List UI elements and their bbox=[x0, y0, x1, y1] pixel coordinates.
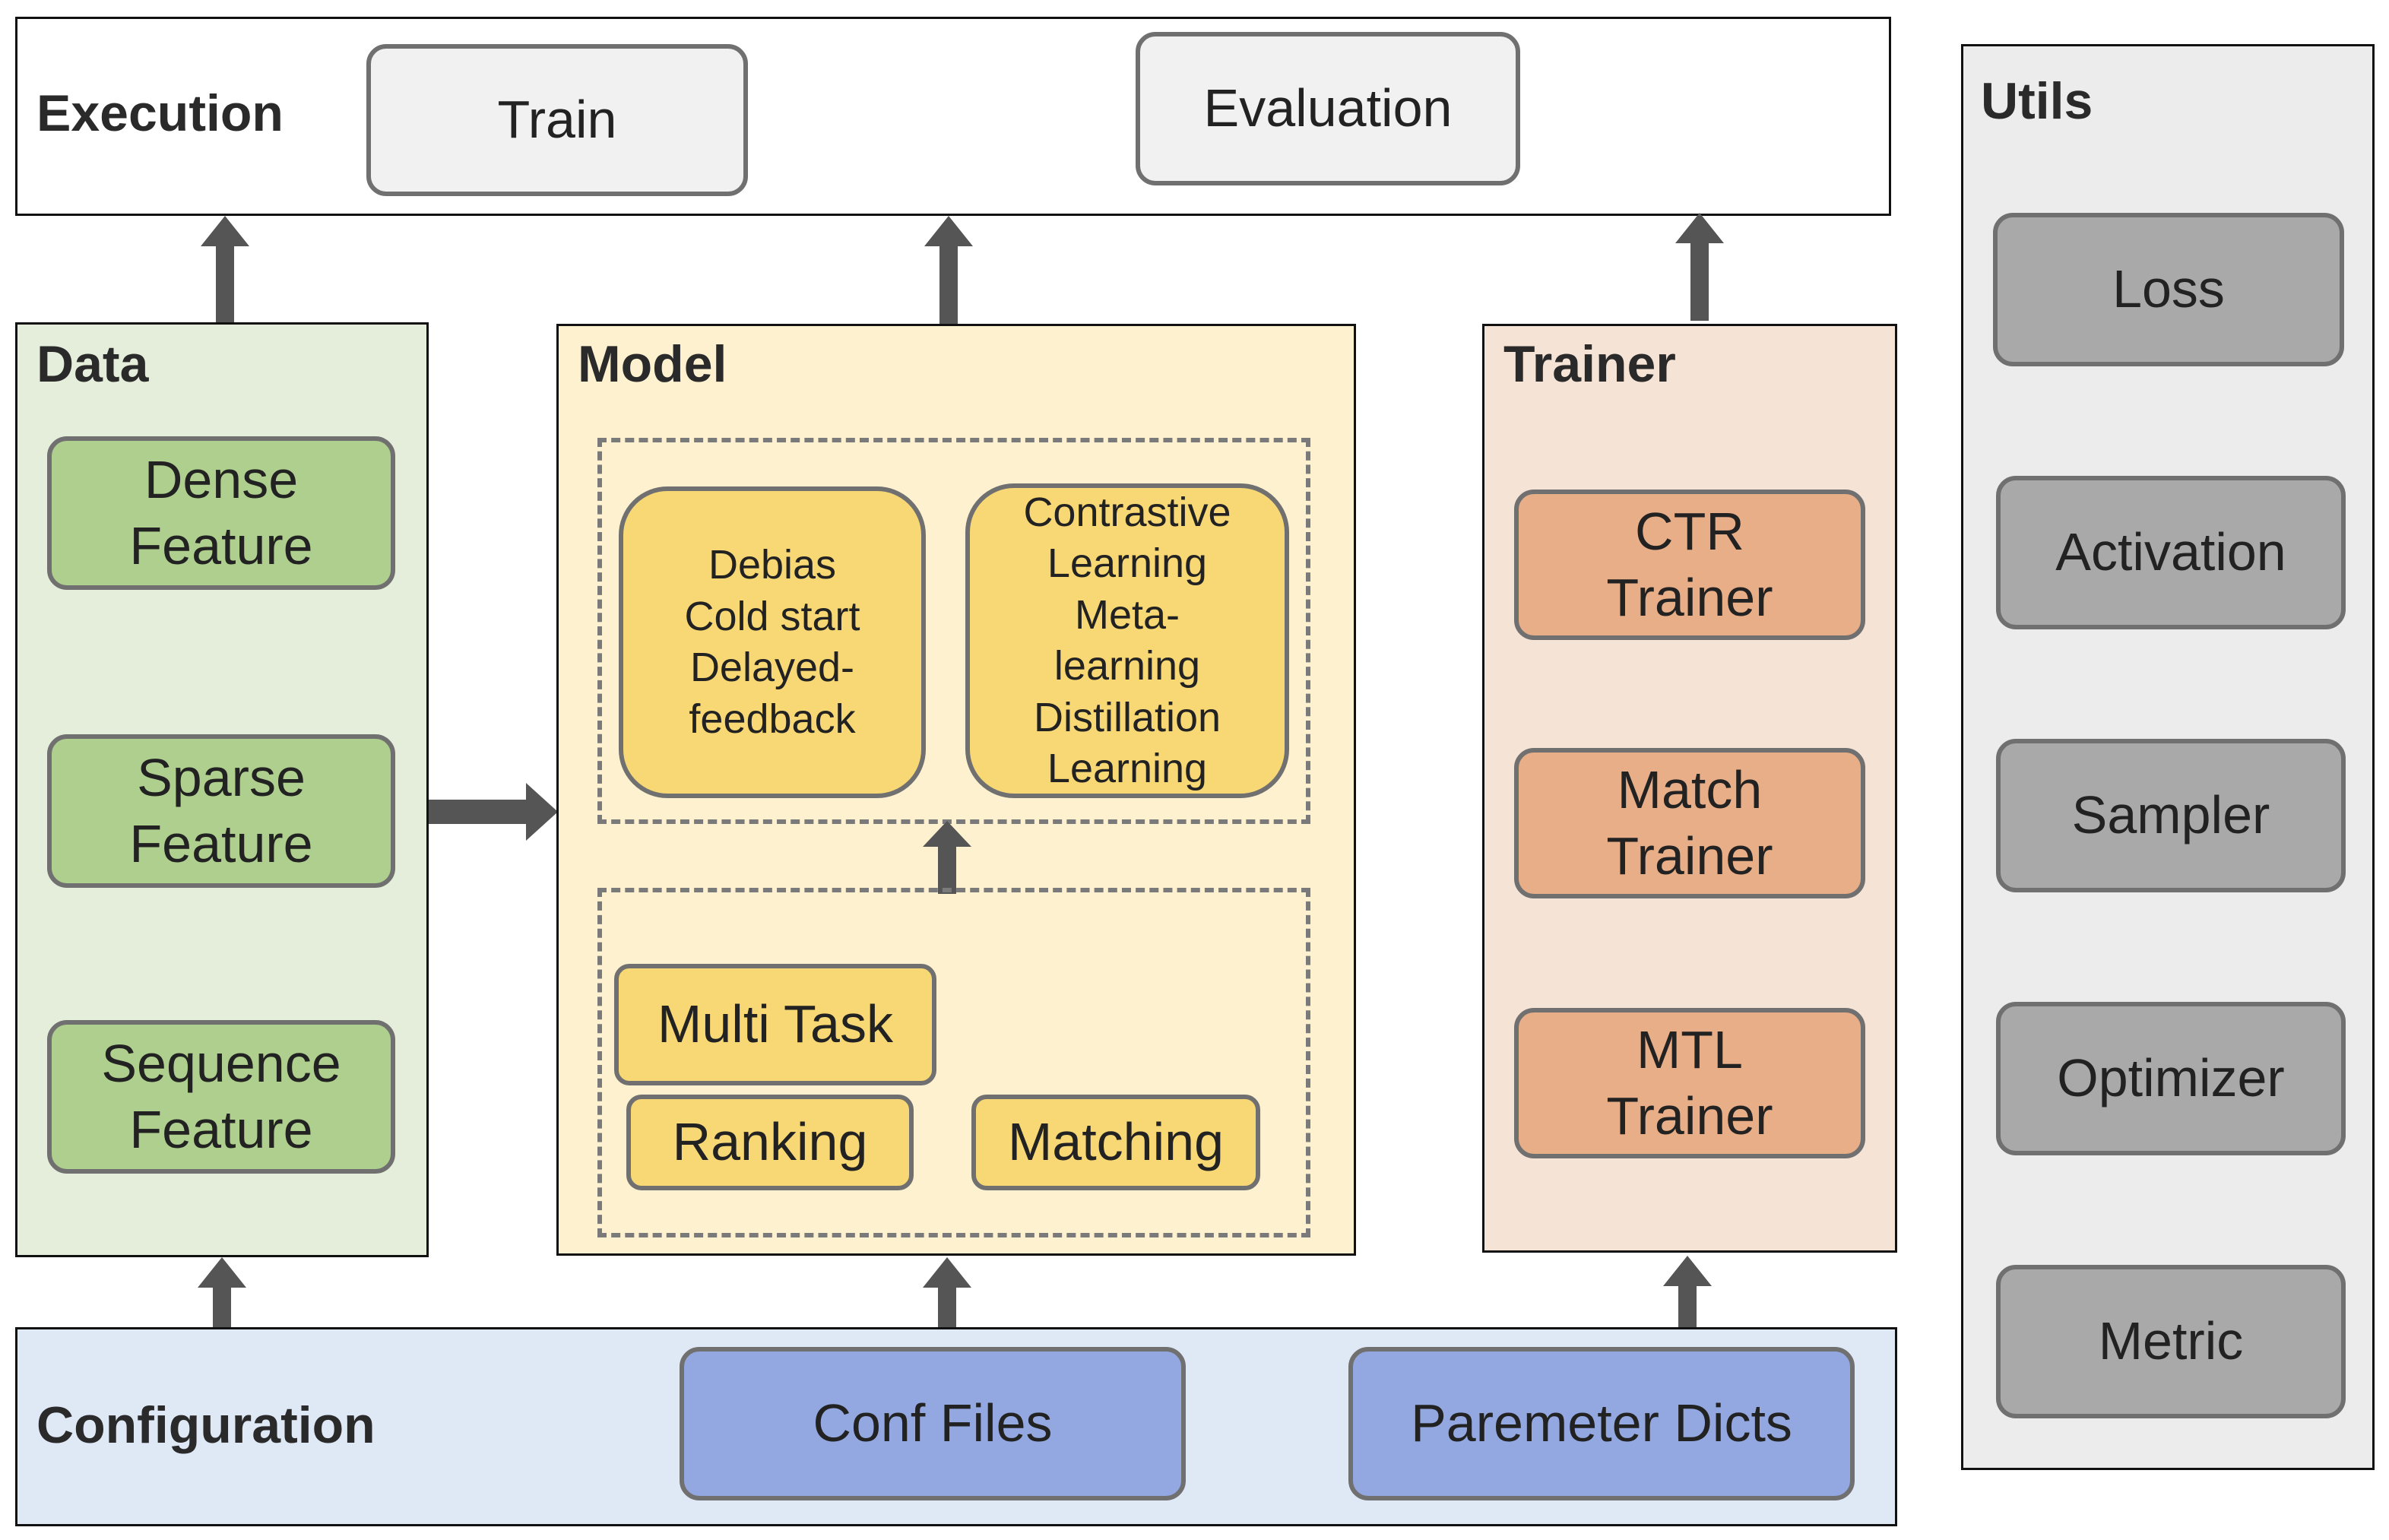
sequence-feature-line-1: Sequence bbox=[101, 1033, 341, 1093]
execution-title: Execution bbox=[36, 84, 284, 142]
match-trainer-box: Match Trainer bbox=[1514, 748, 1865, 898]
dense-feature-line-1: Dense bbox=[144, 449, 299, 509]
contrastive-line-5: Distillation bbox=[1033, 694, 1221, 740]
optimizer-label: Optimizer bbox=[2057, 1048, 2285, 1108]
dense-feature-box: Dense Feature bbox=[47, 436, 395, 590]
loss-box: Loss bbox=[1993, 213, 2344, 366]
sampler-box: Sampler bbox=[1996, 739, 2346, 892]
match-trainer-line-2: Trainer bbox=[1606, 826, 1773, 886]
trainer-title: Trainer bbox=[1503, 335, 1676, 393]
ctr-trainer-line-1: CTR bbox=[1635, 501, 1744, 561]
dense-feature-line-2: Feature bbox=[129, 516, 313, 575]
activation-label: Activation bbox=[2055, 522, 2286, 582]
model-base-group bbox=[597, 888, 1310, 1237]
conf-files-label: Conf Files bbox=[813, 1393, 1053, 1453]
parameter-dicts-label: Paremeter Dicts bbox=[1411, 1393, 1792, 1453]
sequence-feature-line-2: Feature bbox=[129, 1100, 313, 1159]
debias-line-4: feedback bbox=[689, 696, 856, 742]
evaluation-label: Evaluation bbox=[1203, 78, 1453, 138]
activation-box: Activation bbox=[1996, 476, 2346, 629]
evaluation-box: Evaluation bbox=[1136, 32, 1520, 185]
debias-line-3: Delayed- bbox=[689, 645, 855, 690]
loss-label: Loss bbox=[2112, 259, 2225, 319]
data-title: Data bbox=[36, 335, 149, 393]
debias-line-2: Cold start bbox=[684, 593, 860, 639]
contrastive-line-6: Learning bbox=[1047, 746, 1208, 791]
model-title: Model bbox=[578, 335, 727, 393]
mtl-trainer-box: MTL Trainer bbox=[1514, 1008, 1865, 1158]
sampler-label: Sampler bbox=[2071, 785, 2270, 845]
multi-task-label: Multi Task bbox=[657, 994, 893, 1054]
matching-box: Matching bbox=[971, 1095, 1260, 1190]
metric-box: Metric bbox=[1996, 1265, 2346, 1418]
contrastive-line-4: learning bbox=[1054, 643, 1201, 689]
sparse-feature-box: Sparse Feature bbox=[47, 734, 395, 888]
ctr-trainer-line-2: Trainer bbox=[1606, 568, 1773, 627]
sparse-feature-line-2: Feature bbox=[129, 814, 313, 873]
config-to-model-arrow bbox=[923, 1257, 971, 1365]
utils-title: Utils bbox=[1981, 72, 2093, 130]
contrastive-line-2: Learning bbox=[1047, 540, 1208, 586]
sparse-feature-line-1: Sparse bbox=[137, 747, 306, 807]
model-to-execution-arrow bbox=[924, 216, 973, 324]
ranking-box: Ranking bbox=[626, 1095, 914, 1190]
ranking-label: Ranking bbox=[672, 1112, 868, 1172]
mtl-trainer-line-1: MTL bbox=[1636, 1019, 1743, 1079]
trainer-to-execution-arrow bbox=[1675, 213, 1724, 321]
contrastive-line-3: Meta- bbox=[1074, 591, 1180, 638]
train-box: Train bbox=[366, 44, 748, 196]
train-label: Train bbox=[497, 90, 617, 150]
contrastive-box: Contrastive Learning Meta- learning Dist… bbox=[965, 483, 1289, 798]
contrastive-line-1: Contrastive bbox=[1023, 489, 1231, 535]
parameter-dicts-box: Paremeter Dicts bbox=[1348, 1347, 1855, 1500]
match-trainer-line-1: Match bbox=[1617, 759, 1763, 819]
mtl-trainer-line-2: Trainer bbox=[1606, 1086, 1773, 1145]
multi-task-box: Multi Task bbox=[614, 964, 936, 1085]
data-to-model-arrow bbox=[429, 783, 558, 841]
metric-label: Metric bbox=[2098, 1311, 2244, 1371]
configuration-title: Configuration bbox=[36, 1396, 375, 1454]
ctr-trainer-box: CTR Trainer bbox=[1514, 490, 1865, 640]
optimizer-box: Optimizer bbox=[1996, 1002, 2346, 1155]
data-to-execution-arrow bbox=[201, 216, 249, 324]
debias-box: Debias Cold start Delayed- feedback bbox=[619, 486, 926, 798]
debias-line-1: Debias bbox=[708, 542, 837, 588]
conf-files-box: Conf Files bbox=[680, 1347, 1186, 1500]
base-to-advanced-arrow bbox=[923, 821, 971, 894]
execution-panel bbox=[15, 17, 1891, 216]
matching-label: Matching bbox=[1007, 1112, 1225, 1172]
sequence-feature-box: Sequence Feature bbox=[47, 1020, 395, 1174]
